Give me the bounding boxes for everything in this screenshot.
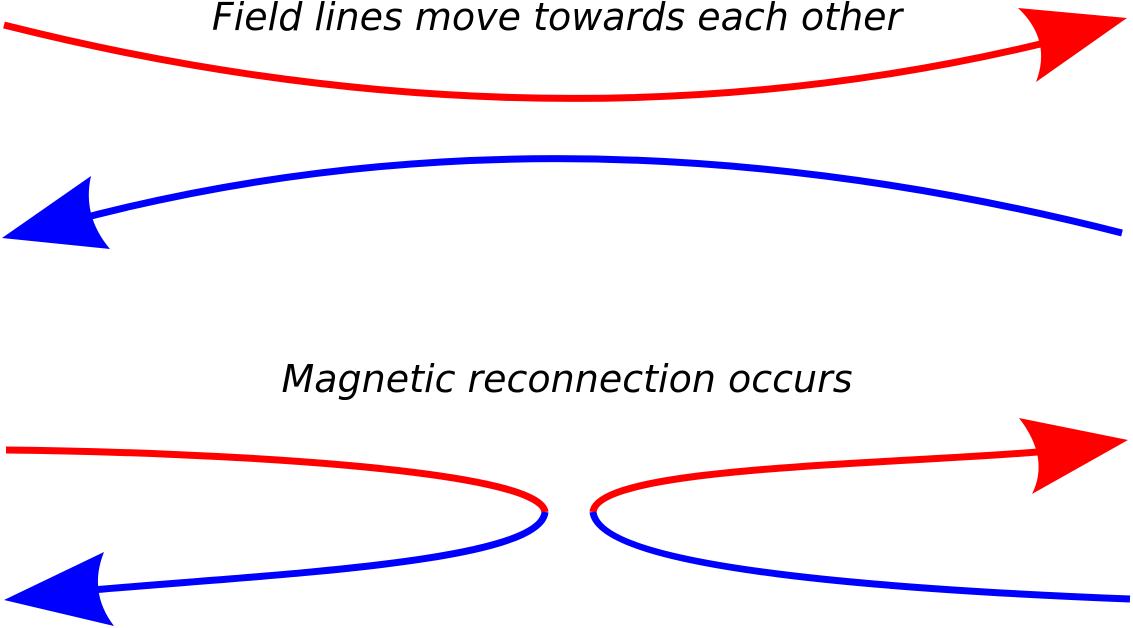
right-red-segment	[589, 446, 1063, 514]
caption-top: Field lines move towards each other	[212, 0, 905, 39]
upper-red-curve	[3, 21, 1066, 102]
reconnected-right-field-line	[589, 418, 1131, 603]
left-red-segment	[5, 446, 549, 514]
upper-red-field-line	[3, 8, 1127, 102]
caption-bottom: Magnetic reconnection occurs	[281, 357, 852, 401]
upper-blue-arrowhead	[2, 176, 110, 249]
upper-blue-curve	[67, 155, 1123, 237]
reconnected-left-field-line	[4, 446, 549, 626]
right-blue-segment	[589, 511, 1131, 603]
left-blue-arrowhead	[4, 552, 114, 626]
left-blue-segment	[69, 511, 549, 596]
upper-blue-field-line	[2, 155, 1123, 249]
upper-red-arrowhead	[1018, 8, 1127, 82]
right-red-arrowhead	[1019, 418, 1128, 494]
